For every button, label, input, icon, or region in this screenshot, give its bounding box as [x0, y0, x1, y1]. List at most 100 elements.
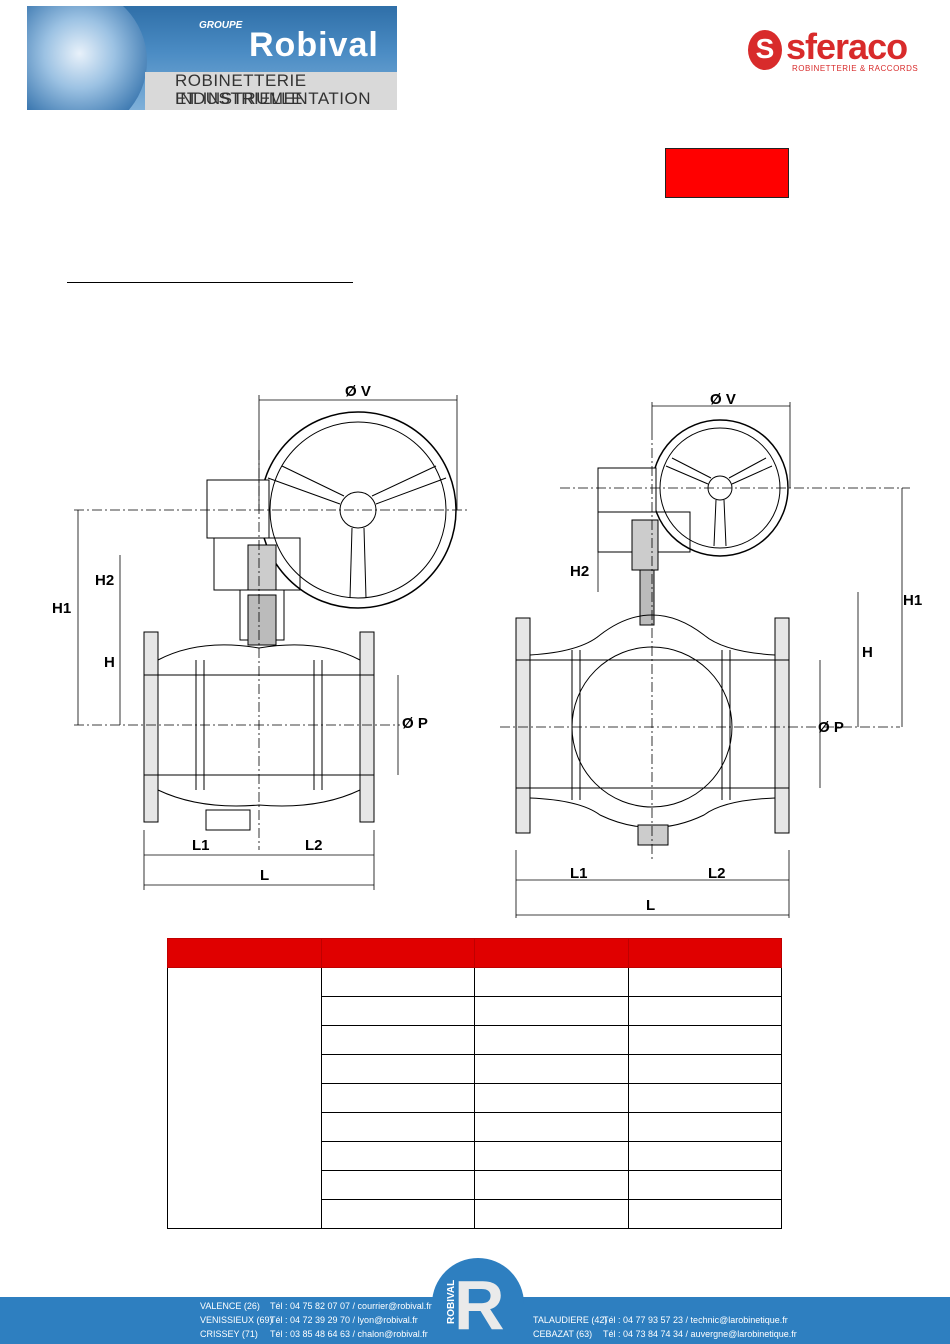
table-cell	[320, 1170, 475, 1200]
valve-technical-drawing: Ø V H1 H2 H Ø P L1 L2 L Ø V H1 H2 H Ø P …	[52, 383, 922, 918]
left-label-h2: H2	[95, 572, 114, 589]
left-label-h1: H1	[52, 600, 71, 617]
left-stem	[247, 594, 277, 646]
sferaco-wordmark: sferaco	[786, 26, 908, 67]
left-handwheel-inner	[269, 421, 447, 599]
sferaco-tagline: ROBINETTERIE & RACCORDS	[792, 64, 919, 73]
right-label-phi-p: Ø P	[818, 719, 844, 736]
left-label-phi-v: Ø V	[345, 383, 371, 400]
table-cell	[474, 967, 629, 997]
table-cell	[320, 1083, 475, 1113]
right-gearbox	[597, 467, 657, 513]
banner-robival-text: Robival	[249, 26, 379, 64]
right-label-h: H	[862, 644, 873, 661]
table-row	[167, 967, 782, 1229]
left-bottom-trunnion	[205, 809, 251, 831]
table-row	[168, 1199, 782, 1229]
footer-robival-logo: R ROBIVAL	[432, 1258, 524, 1344]
footer-contact-link[interactable]: Tél : 03 85 48 64 63 / chalon@robival.fr	[270, 1329, 428, 1339]
table-cell	[627, 1112, 782, 1142]
left-label-l1: L1	[192, 837, 210, 854]
right-spoke-1	[665, 457, 712, 485]
left-flange-left	[143, 631, 159, 823]
footer-contact-link[interactable]: Tél : 04 75 82 07 07 / courrier@robival.…	[270, 1301, 432, 1311]
table-cell	[320, 1054, 475, 1084]
table-cell	[627, 996, 782, 1026]
footer-contact-link[interactable]: Tél : 04 72 39 29 70 / lyon@robival.fr	[270, 1315, 418, 1325]
right-body-bottom	[529, 797, 776, 828]
center-lines	[74, 430, 910, 860]
footer-city: CRISSEY (71)	[200, 1329, 258, 1339]
right-stem	[639, 569, 655, 626]
banner-valve-photo	[27, 6, 147, 110]
right-label-h2: H2	[570, 563, 589, 580]
right-seat-right	[721, 650, 731, 800]
right-spoke-2	[728, 457, 773, 485]
footer-contact-link[interactable]: Tél : 04 73 84 74 34 / auvergne@larobine…	[603, 1329, 797, 1339]
table-header-cell-2	[320, 938, 475, 968]
banner-tagline-1: ROBINETTERIE INDUSTRIELLE	[175, 71, 307, 108]
table-cell	[627, 1141, 782, 1171]
table-header-row	[167, 938, 782, 968]
table-cell	[320, 1141, 475, 1171]
dimension-table	[167, 938, 782, 1229]
table-cell	[627, 967, 782, 997]
table-merged-cell	[167, 967, 322, 1229]
left-label-phi-p: Ø P	[402, 715, 428, 732]
right-label-l2: L2	[708, 865, 726, 882]
right-bore	[515, 659, 790, 789]
right-dimension-lines	[515, 402, 903, 918]
left-valve-view	[143, 411, 457, 831]
table-header-cell-3	[474, 938, 629, 968]
left-label-l2: L2	[305, 837, 323, 854]
right-label-phi-v: Ø V	[710, 391, 736, 408]
table-row	[168, 1025, 782, 1055]
right-bottom-trunnion	[637, 824, 669, 846]
footer-city: VALENCE (26)	[200, 1301, 260, 1311]
sferaco-mark-icon: S	[748, 30, 782, 70]
table-cell	[474, 1054, 629, 1084]
footer-city: VENISSIEUX (69)	[200, 1315, 273, 1325]
table-row	[168, 1054, 782, 1084]
left-gearbox	[206, 479, 270, 539]
table-row	[168, 1112, 782, 1142]
footer-city: TALAUDIERE (42)	[533, 1315, 608, 1325]
right-label-l: L	[646, 897, 655, 914]
left-label-l: L	[260, 867, 269, 884]
left-stem-seal	[247, 544, 277, 591]
table-cell	[627, 1199, 782, 1229]
right-flange-left	[515, 617, 531, 834]
table-cell	[627, 1170, 782, 1200]
table-cell	[320, 1199, 475, 1229]
table-cell	[320, 996, 475, 1026]
banner-tagline-panel	[145, 72, 397, 110]
right-stem-seal	[631, 519, 659, 571]
table-cell	[474, 996, 629, 1026]
robival-banner-logo: GROUPE Robival ROBINETTERIE INDUSTRIELLE…	[27, 6, 397, 110]
left-spoke-2	[371, 465, 447, 505]
right-label-l1: L1	[570, 865, 588, 882]
table-cell	[474, 1083, 629, 1113]
table-cell	[627, 1025, 782, 1055]
banner-tagline-2: ET INSTRUMENTATION	[175, 89, 371, 108]
right-flange-right	[774, 617, 790, 834]
table-cell	[474, 1112, 629, 1142]
table-cell	[474, 1025, 629, 1055]
banner-groupe-text: GROUPE	[199, 20, 243, 31]
right-seat-left	[571, 650, 581, 800]
left-spoke-3	[349, 527, 367, 599]
table-cell	[474, 1170, 629, 1200]
footer-logo-vertical-text: ROBIVAL	[446, 1279, 457, 1324]
table-cell	[627, 1054, 782, 1084]
table-cell	[320, 967, 475, 997]
sferaco-logo: S sferaco ROBINETTERIE & RACCORDS	[748, 26, 928, 88]
footer-contact-link[interactable]: Tél : 04 77 93 57 23 / technic@larobinet…	[603, 1315, 788, 1325]
table-cell	[474, 1199, 629, 1229]
table-cell	[320, 1112, 475, 1142]
footer-logo-r: R	[454, 1266, 505, 1344]
left-label-h: H	[104, 654, 115, 671]
left-flange-right	[359, 631, 375, 823]
left-spoke-1	[267, 465, 345, 505]
footer-city: CEBAZAT (63)	[533, 1329, 593, 1339]
table-row	[168, 996, 782, 1026]
